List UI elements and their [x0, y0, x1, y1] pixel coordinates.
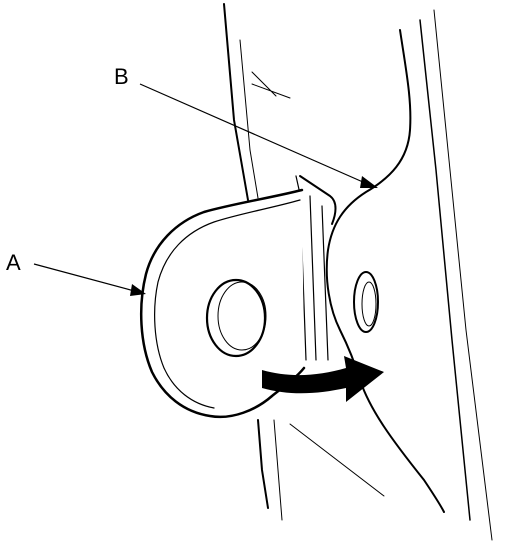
bracket-a-hole-rim [217, 281, 267, 351]
callout-arrowheads [130, 176, 378, 296]
frame-bottom-diagonal [289, 423, 385, 497]
direction-arrow [262, 356, 384, 402]
bracket-a-inner-edge [154, 199, 301, 409]
callout-b-arrowhead [360, 176, 378, 188]
bracket-a [139, 188, 306, 419]
bracket-a-hole [205, 278, 267, 358]
frame-left-edge-lower [257, 419, 269, 509]
bracket-b-edge [299, 175, 337, 225]
frame-panel [223, 3, 493, 541]
frame-hatch [251, 71, 291, 99]
right-arrow-icon [262, 356, 384, 402]
bracket-b-hole-inner [361, 281, 377, 327]
callout-a-leader [33, 263, 139, 293]
frame-inner-line-lower [273, 419, 283, 521]
callout-a-arrowhead [130, 284, 146, 296]
callout-leaders [33, 83, 373, 293]
panel-right-edge [419, 19, 471, 521]
callout-b-label: B [114, 64, 129, 89]
callout-a-label: A [6, 250, 21, 275]
bracket-b-hole [353, 271, 379, 333]
frame-left-edge [223, 3, 249, 201]
frame-inner-line [239, 39, 259, 199]
callout-b-leader [139, 83, 373, 187]
panel-right-edge-2 [433, 9, 493, 541]
bracket-b [295, 175, 379, 361]
panel-right-outer [325, 29, 445, 513]
